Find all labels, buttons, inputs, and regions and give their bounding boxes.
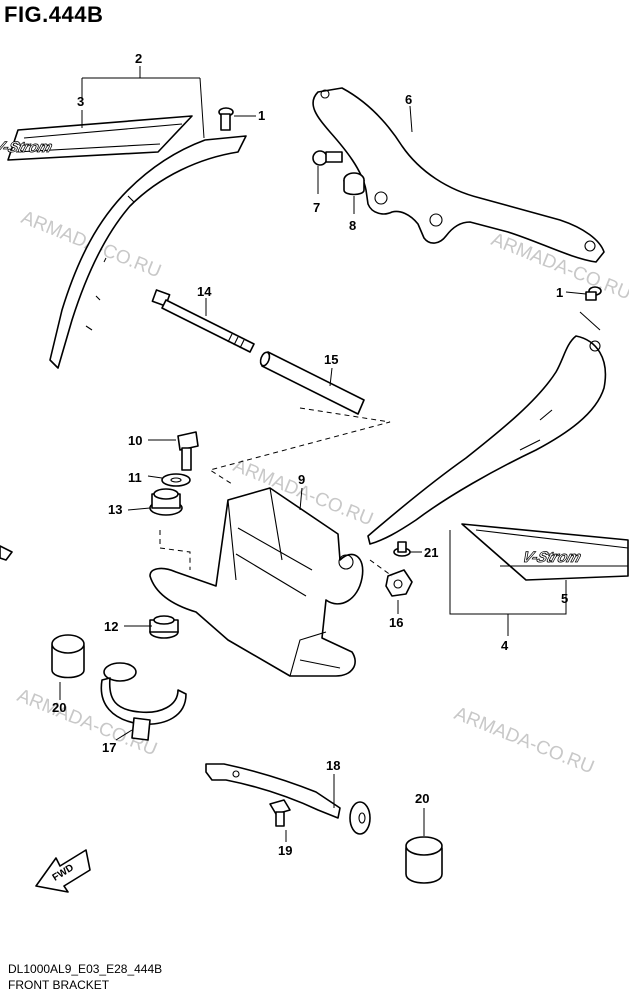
part-11-washer xyxy=(161,473,191,487)
part-1-bolt-right xyxy=(585,286,602,301)
callout-15: 15 xyxy=(324,352,338,367)
part-7-bolt xyxy=(312,150,343,166)
part-3-left-decal: V-Strom xyxy=(0,115,193,161)
decal-text: V-Strom xyxy=(520,549,583,566)
callout-10: 10 xyxy=(128,433,142,448)
part-12-grommet xyxy=(149,615,179,639)
callout-20: 20 xyxy=(52,700,66,715)
callout-5: 5 xyxy=(561,591,568,606)
callout-2: 2 xyxy=(135,51,142,66)
callout-3: 3 xyxy=(77,94,84,109)
leader-lines xyxy=(59,66,601,842)
callout-16: 16 xyxy=(389,615,403,630)
part-13-grommet xyxy=(149,488,183,516)
part-1-bolt-upper xyxy=(218,107,234,131)
part-8-collar xyxy=(343,172,365,196)
part-16-nut xyxy=(385,569,413,597)
partial-left-decal xyxy=(0,545,13,561)
callout-13: 13 xyxy=(108,502,122,517)
callout-1: 1 xyxy=(556,285,563,300)
part-20-cushion-right xyxy=(405,836,443,884)
figure-name: FRONT BRACKET xyxy=(8,978,110,992)
callouts: 2 3 1 6 7 8 1 14 15 10 11 9 13 21 5 16 1… xyxy=(52,51,568,858)
callout-21: 21 xyxy=(424,545,438,560)
decal-text: V-Strom xyxy=(0,139,55,156)
fwd-arrow-icon: FWD xyxy=(35,849,91,893)
callout-14: 14 xyxy=(197,284,212,299)
callout-19: 19 xyxy=(278,843,292,858)
figure-title: FIG.444B xyxy=(4,2,104,27)
callout-18: 18 xyxy=(326,758,340,773)
watermark: ARMADA-CO.RU xyxy=(451,703,597,778)
part-14-long-bolt xyxy=(151,289,255,353)
figure-code: DL1000AL9_E03_E28_444B xyxy=(8,962,163,976)
callout-17: 17 xyxy=(102,740,116,755)
part-2-left-cowl xyxy=(49,135,247,369)
callout-6: 6 xyxy=(405,92,412,107)
part-21-clip xyxy=(393,541,411,557)
callout-12: 12 xyxy=(104,619,118,634)
part-9-main-bracket xyxy=(149,487,364,677)
part-19-bolt xyxy=(269,799,291,827)
part-20-cushion-left xyxy=(51,634,85,679)
part-17-stay xyxy=(100,662,187,741)
part-5-right-decal: V-Strom xyxy=(461,523,629,581)
callout-9: 9 xyxy=(298,472,305,487)
callout-11: 11 xyxy=(128,470,142,485)
part-4-right-cowl xyxy=(367,335,607,545)
part-15-tube xyxy=(259,351,365,415)
part-10-bolt xyxy=(177,431,199,471)
part-18-lower-stay xyxy=(205,763,371,835)
callout-4: 4 xyxy=(501,638,509,653)
callout-7: 7 xyxy=(313,200,320,215)
callout-1: 1 xyxy=(258,108,265,123)
callout-8: 8 xyxy=(349,218,356,233)
callout-20: 20 xyxy=(415,791,429,806)
